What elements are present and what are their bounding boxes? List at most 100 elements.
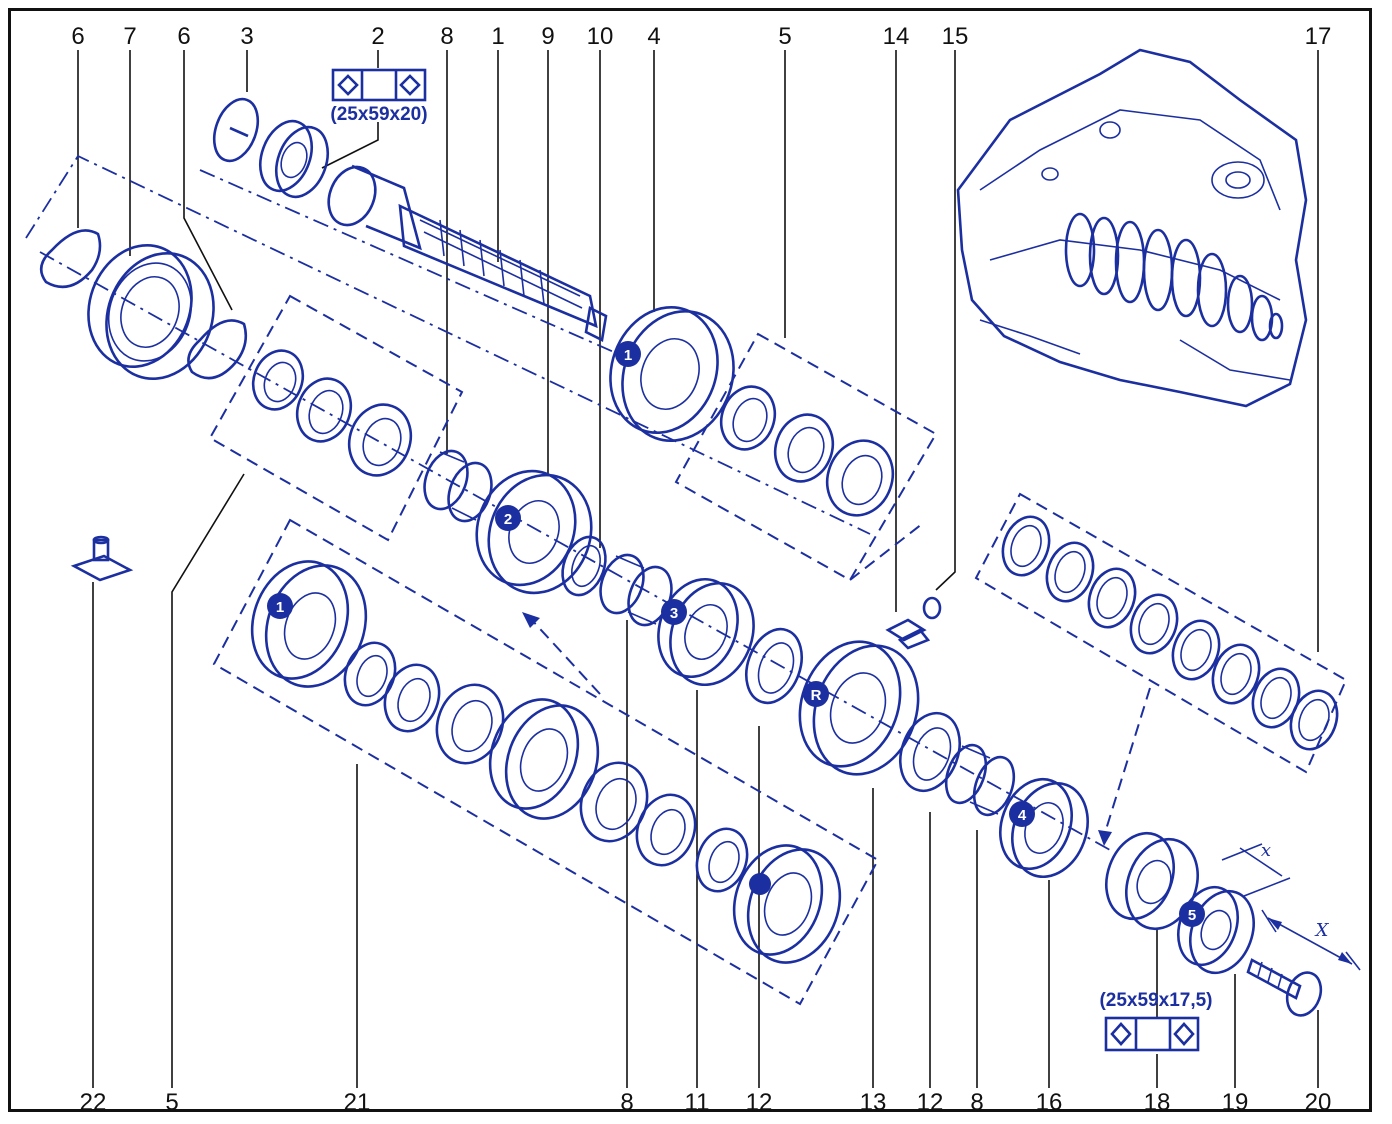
group-boxes: [208, 294, 1348, 1006]
synchro-ring-right-c: [825, 439, 895, 517]
callout-1: 1: [491, 23, 504, 50]
callout-20: 20: [1305, 1089, 1332, 1116]
callout-22: 22: [80, 1089, 107, 1116]
synchro-ring-right-a: [719, 385, 777, 451]
gear-badge-2-text: 2: [504, 511, 512, 528]
callout-4: 4: [647, 23, 660, 50]
synchro-ring-left-c: [347, 403, 413, 477]
callout-3: 3: [240, 23, 253, 50]
first-gear-variant-box: [212, 518, 880, 1006]
axis-main: [39, 251, 1111, 851]
callout-17: 17: [1305, 23, 1332, 50]
needle-bearing-8-top: [423, 449, 493, 523]
callout-9: 9: [541, 23, 554, 50]
bearing-spec-bottom-text: (25x59x17,5): [1099, 990, 1212, 1011]
detent-part-14: [885, 618, 931, 650]
gear-badge-r: [803, 681, 829, 707]
gear-badge-1-variant: [267, 593, 293, 619]
callout-12-b: 12: [917, 1089, 944, 1116]
reverse-gear-13: [798, 640, 920, 776]
gear-badge-5-text: 5: [1188, 907, 1196, 924]
bottom-callouts: 22 5 21 8 11 12 13 12 8 16 18 19 20: [80, 1089, 1332, 1116]
bearing-7: [87, 243, 215, 381]
leader-2b: [321, 122, 379, 169]
synchro-group-box-left: [208, 294, 464, 542]
axis-upper: [25, 154, 871, 535]
synchro-group-box-right: [674, 332, 938, 582]
magnet-part-22: [70, 535, 134, 582]
input-shaft-1: [327, 164, 608, 342]
variant-gear-1: [250, 560, 368, 688]
synchro-ring-right-b: [773, 413, 835, 483]
gear-badge-1-top: [615, 341, 641, 367]
callout-2: 2: [371, 23, 384, 50]
variant-gear-2: [732, 844, 842, 964]
dimension-x-small: x: [1221, 840, 1291, 897]
callout-8-bottom-a: 8: [620, 1089, 633, 1116]
leader-5-bottom: [171, 473, 245, 1088]
variant-synchro-a: [343, 641, 397, 707]
dimension-x-large: X: [1261, 909, 1361, 971]
bearing-symbol-icon: [331, 68, 427, 102]
shim-set-17: [1001, 515, 1339, 751]
needle-bearing-8-bottom: [944, 743, 1016, 817]
washer-3: [212, 97, 260, 163]
bearing-symbol-icon: [1104, 1016, 1200, 1052]
leader-lines: [77, 50, 1319, 1088]
bearing-spec-bottom: (25x59x17,5): [1099, 990, 1213, 1052]
variant-arrow-line: [529, 617, 601, 695]
callout-8-top: 8: [440, 23, 453, 50]
callout-6b: 6: [177, 23, 190, 50]
top-callouts: 6 7 6 3 2 8 1 9 10 4 5 14 15 17: [71, 23, 1331, 50]
gear-4-top: [609, 305, 735, 443]
shim-arrow-line: [1103, 687, 1151, 837]
callout-18: 18: [1144, 1089, 1171, 1116]
gear-3: [657, 577, 755, 687]
bearing-spec-top: (25x59x20): [330, 68, 428, 125]
gear-badge-2: [495, 505, 521, 531]
leader-15: [935, 50, 956, 591]
variant-synchro-c: [435, 683, 505, 765]
dimension-x-large-label: X: [1314, 920, 1330, 941]
gear-badge-r-text: R: [811, 687, 822, 704]
synchro-ring-12-b: [899, 711, 961, 793]
gear-badge-5: [1179, 901, 1205, 927]
spring-part-15: [922, 596, 942, 620]
gear-badge-1-variant-text: 1: [276, 599, 284, 616]
callout-11: 11: [685, 1089, 710, 1116]
variant-synchro-d: [579, 761, 649, 843]
variant-hub-sleeve: [488, 698, 600, 820]
synchro-ring-left-a: [251, 349, 305, 411]
gear-badge-1-top-text: 1: [624, 347, 632, 364]
gear-badge-3-text: 3: [670, 605, 678, 622]
callout-5-bottom: 5: [165, 1089, 178, 1116]
gear-badge-4: [1009, 801, 1035, 827]
dimension-x-small-label: x: [1261, 840, 1271, 861]
variant-synchro-f: [695, 827, 749, 893]
callout-8-bottom-b: 8: [970, 1089, 983, 1116]
circlip-right: [187, 319, 248, 380]
callout-6a: 6: [71, 23, 84, 50]
callout-5-top: 5: [778, 23, 791, 50]
gearbox-assembly-illustration: [956, 48, 1308, 408]
variant-synchro-e: [635, 793, 697, 867]
callout-7: 7: [123, 23, 136, 50]
synchro-group-box-right-tail: [849, 523, 923, 581]
gear-4-16: [999, 777, 1089, 879]
variant-synchro-b: [383, 663, 441, 733]
variant-arrow-head: [522, 612, 540, 628]
callout-15: 15: [942, 23, 969, 50]
callout-19: 19: [1222, 1089, 1249, 1116]
bolt-20: [1246, 958, 1323, 1017]
callout-16: 16: [1036, 1089, 1063, 1116]
bearing-spec-top-text: (25x59x20): [330, 104, 427, 125]
assembly-axes: [25, 154, 1111, 851]
gear-badge-3: [661, 599, 687, 625]
circlip-left: [39, 229, 102, 289]
callout-21: 21: [344, 1089, 371, 1116]
gear-badge-2-variant-hidden: [749, 873, 771, 895]
callout-13: 13: [860, 1089, 887, 1116]
shim-set-box: [974, 492, 1348, 774]
gear-badge-4-text: 4: [1018, 807, 1027, 824]
